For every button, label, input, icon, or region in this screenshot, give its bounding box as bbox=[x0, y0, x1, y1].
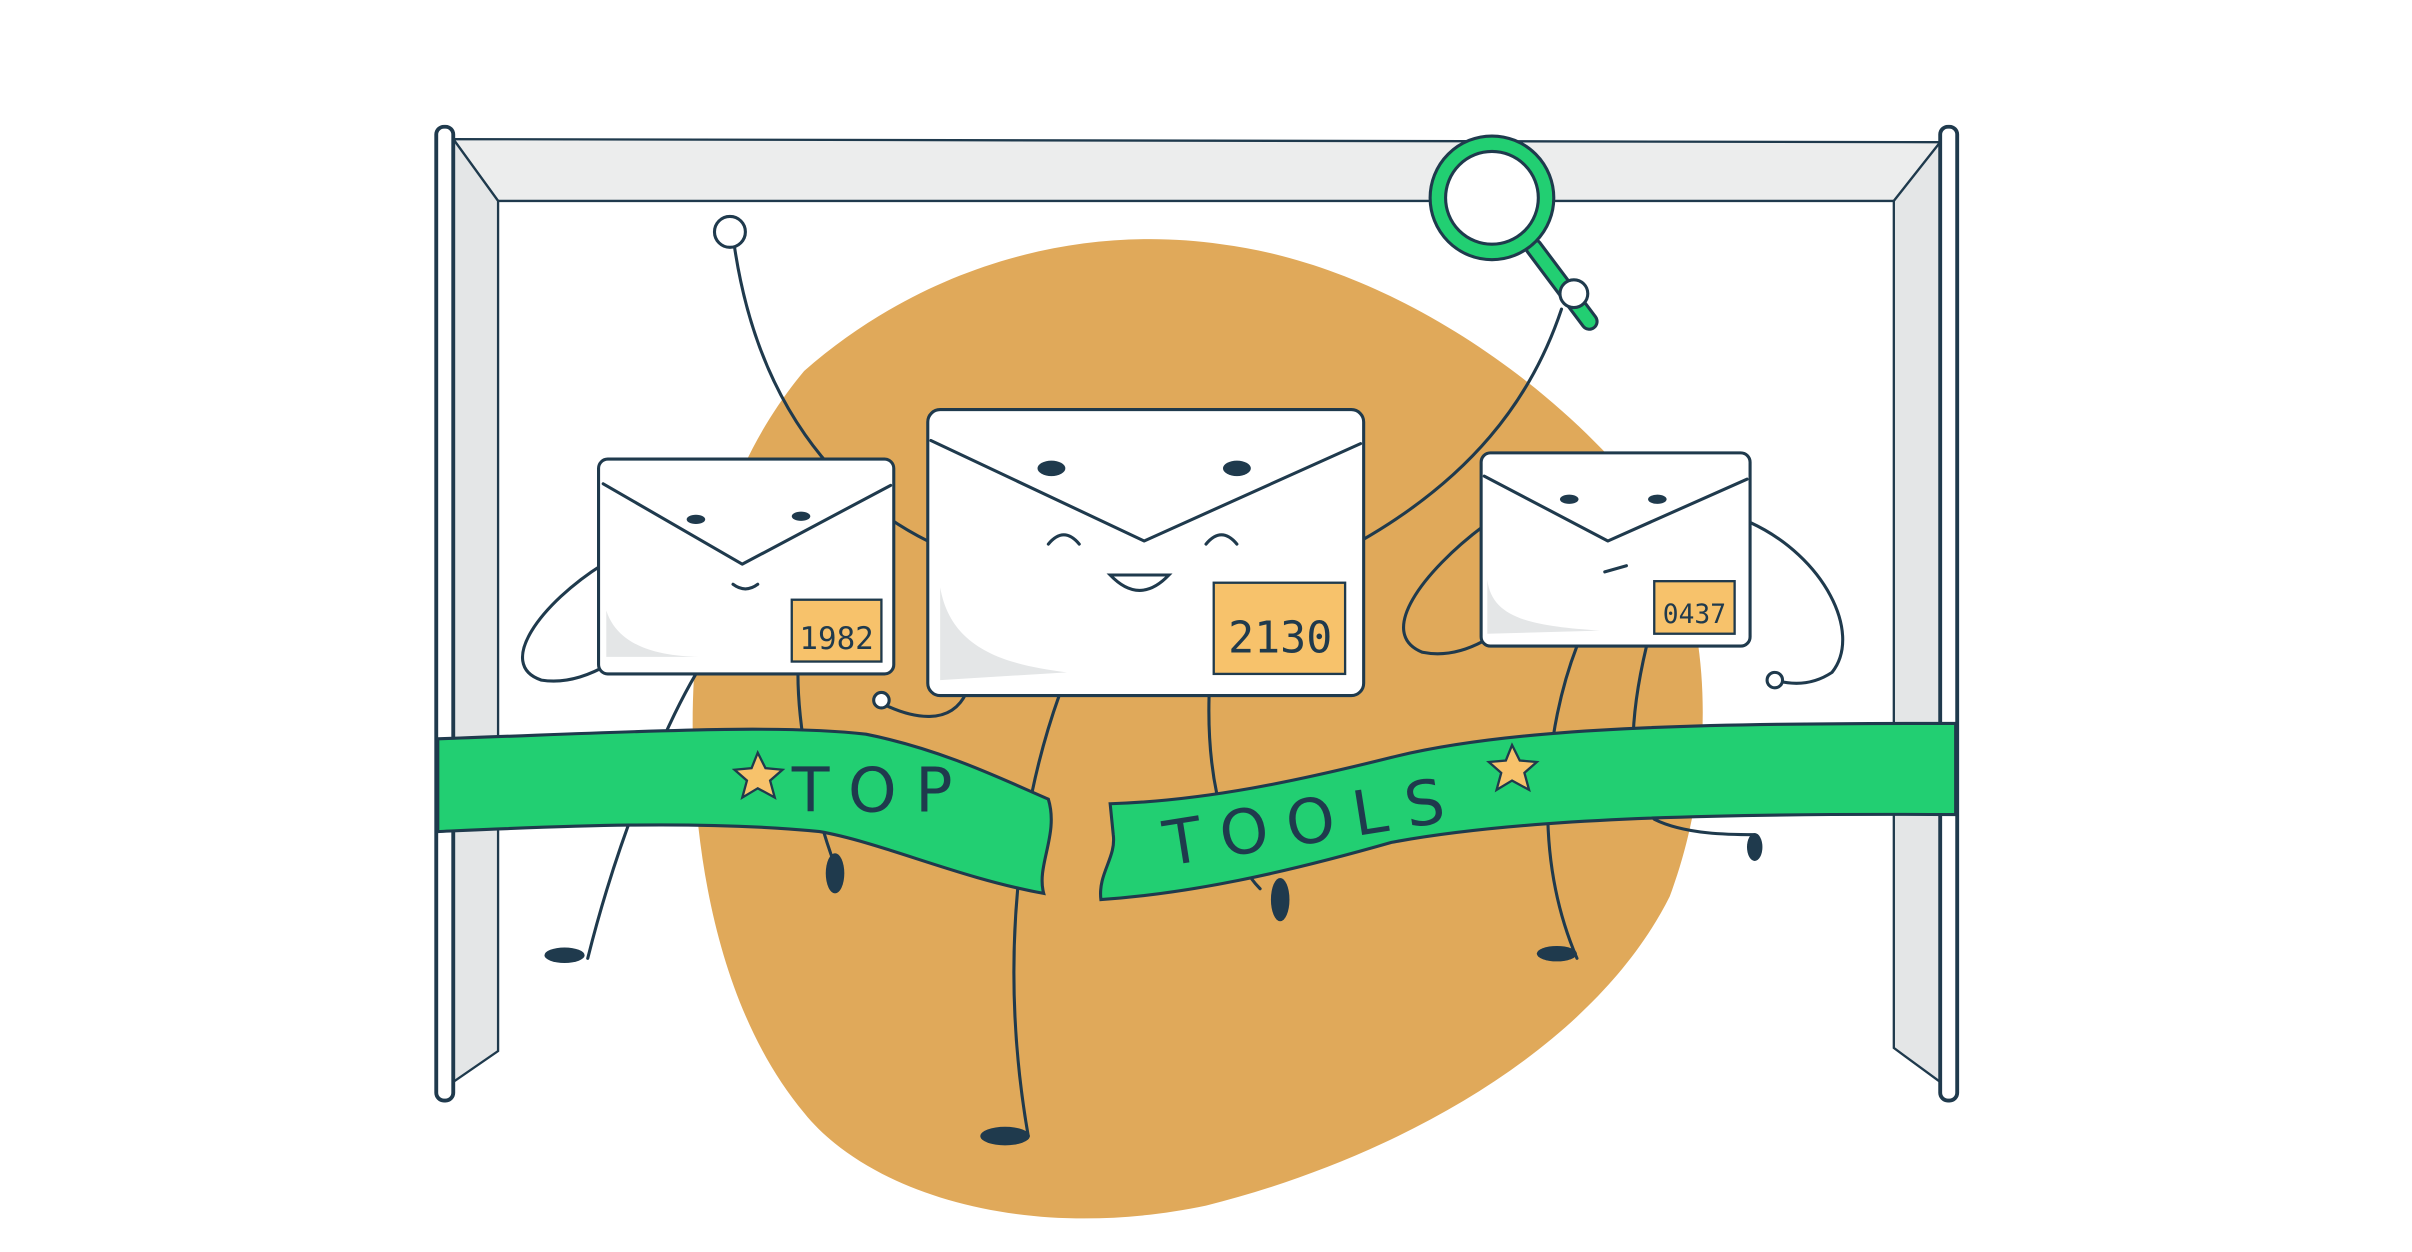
envelope-runner-right: 0437 bbox=[1479, 451, 1752, 648]
finish-ribbon-left: TOP bbox=[436, 727, 1053, 896]
background-blob bbox=[692, 239, 1703, 1219]
bib-number: 1982 bbox=[799, 621, 873, 657]
envelope-runner-center: 2130 bbox=[926, 408, 1366, 698]
ribbon-text: TOP bbox=[791, 754, 971, 826]
feet bbox=[544, 833, 1763, 1146]
envelope-runner-left: 1982 bbox=[597, 457, 896, 676]
star-icon bbox=[1486, 742, 1540, 793]
star-icon bbox=[731, 749, 786, 801]
magnifier-icon bbox=[1428, 134, 1599, 331]
bib-number: 0437 bbox=[1663, 600, 1726, 630]
bib-number: 2130 bbox=[1228, 613, 1332, 663]
